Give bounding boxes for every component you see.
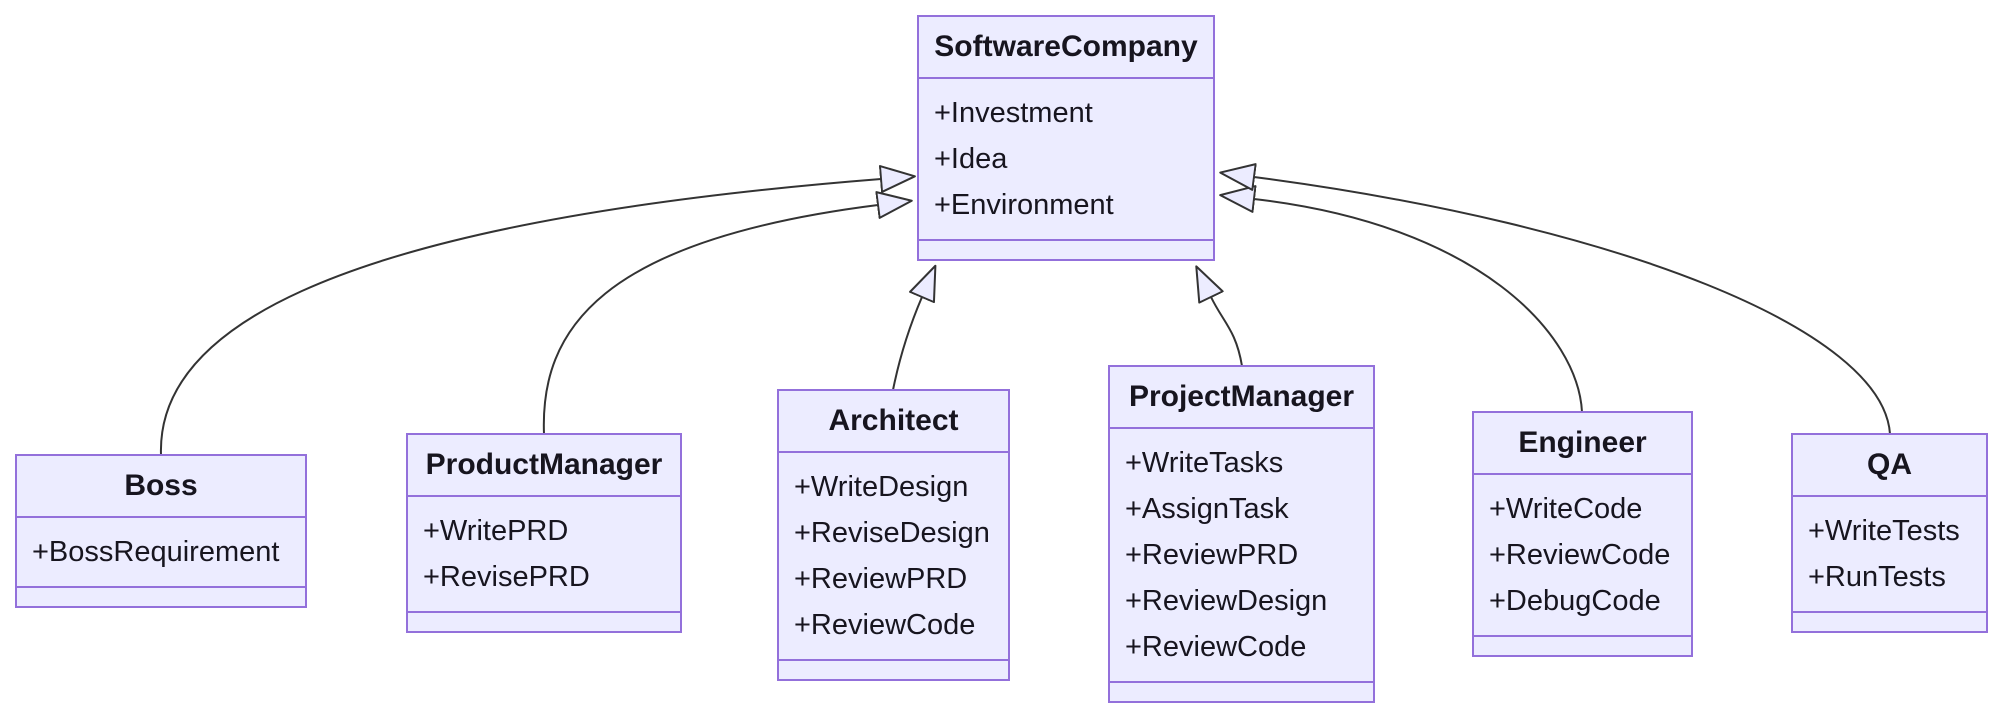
class-boss-title: Boss bbox=[17, 456, 305, 518]
class-boss-methods-empty bbox=[17, 588, 305, 606]
class-product-manager-methods-empty bbox=[408, 613, 680, 631]
inheritance-edge-product-manager bbox=[542, 191, 913, 435]
class-member: +Environment bbox=[934, 189, 1114, 221]
class-product-manager-title: ProductManager bbox=[408, 435, 680, 497]
inheritance-edge-boss bbox=[159, 165, 916, 456]
class-member: +RunTests bbox=[1808, 561, 1946, 593]
class-member: +DebugCode bbox=[1489, 585, 1661, 617]
class-member: +WriteCode bbox=[1489, 493, 1643, 525]
class-member: +WritePRD bbox=[423, 515, 569, 547]
class-project-manager-title: ProjectManager bbox=[1110, 367, 1373, 429]
class-software-company-title: SoftwareCompany bbox=[919, 17, 1213, 79]
class-member: +WriteTasks bbox=[1125, 447, 1284, 479]
class-architect-title: Architect bbox=[779, 391, 1008, 453]
class-qa: QA +WriteTests +RunTests bbox=[1791, 433, 1988, 633]
class-boss-members: +BossRequirement bbox=[17, 518, 305, 588]
class-engineer: Engineer +WriteCode +ReviewCode +DebugCo… bbox=[1472, 411, 1693, 657]
class-member: +WriteDesign bbox=[794, 471, 969, 503]
class-member: +Investment bbox=[934, 97, 1093, 129]
class-product-manager-members: +WritePRD +RevisePRD bbox=[408, 497, 680, 613]
class-member: +AssignTask bbox=[1125, 493, 1289, 525]
inheritance-edge-architect bbox=[892, 264, 937, 391]
class-member: +ReviewCode bbox=[794, 609, 976, 641]
inheritance-edge-project-manager bbox=[1195, 265, 1243, 367]
class-member: +ReviewDesign bbox=[1125, 585, 1328, 617]
class-project-manager: ProjectManager +WriteTasks +AssignTask +… bbox=[1108, 365, 1375, 703]
class-member: +WriteTests bbox=[1808, 515, 1960, 547]
class-project-manager-methods-empty bbox=[1110, 683, 1373, 701]
class-member: +ReviewCode bbox=[1125, 631, 1307, 663]
class-member: +ReviseDesign bbox=[794, 517, 990, 549]
class-qa-members: +WriteTests +RunTests bbox=[1793, 497, 1986, 613]
class-boss: Boss +BossRequirement bbox=[15, 454, 307, 608]
class-engineer-methods-empty bbox=[1474, 637, 1691, 655]
class-software-company-methods-empty bbox=[919, 241, 1213, 259]
inheritance-edge-qa bbox=[1219, 163, 1891, 435]
class-product-manager: ProductManager +WritePRD +RevisePRD bbox=[406, 433, 682, 633]
class-qa-title: QA bbox=[1793, 435, 1986, 497]
class-software-company: SoftwareCompany +Investment +Idea +Envir… bbox=[917, 15, 1215, 261]
class-member: +Idea bbox=[934, 143, 1008, 175]
class-architect: Architect +WriteDesign +ReviseDesign +Re… bbox=[777, 389, 1010, 681]
class-software-company-members: +Investment +Idea +Environment bbox=[919, 79, 1213, 241]
class-member: +ReviewPRD bbox=[794, 563, 968, 595]
class-engineer-title: Engineer bbox=[1474, 413, 1691, 475]
class-qa-methods-empty bbox=[1793, 613, 1986, 631]
class-architect-methods-empty bbox=[779, 661, 1008, 679]
class-architect-members: +WriteDesign +ReviseDesign +ReviewPRD +R… bbox=[779, 453, 1008, 661]
inheritance-edge-engineer bbox=[1219, 185, 1583, 413]
class-member: +ReviewPRD bbox=[1125, 539, 1299, 571]
class-member: +RevisePRD bbox=[423, 561, 590, 593]
class-member: +ReviewCode bbox=[1489, 539, 1671, 571]
class-project-manager-members: +WriteTasks +AssignTask +ReviewPRD +Revi… bbox=[1110, 429, 1373, 683]
class-engineer-members: +WriteCode +ReviewCode +DebugCode bbox=[1474, 475, 1691, 637]
class-member: +BossRequirement bbox=[32, 536, 280, 568]
